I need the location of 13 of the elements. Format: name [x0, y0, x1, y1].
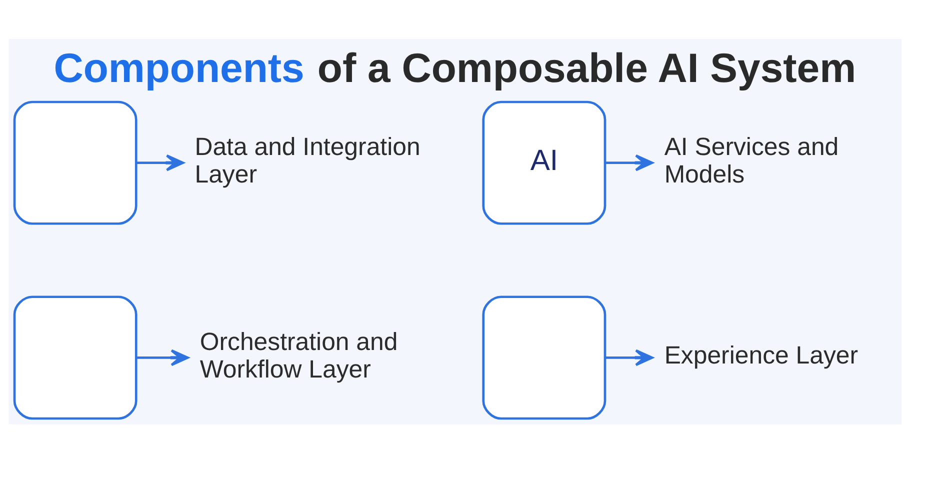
node-text: Orchestration and Workflow Layer: [200, 328, 398, 384]
node-text: Data and Integration Layer: [194, 132, 420, 189]
node-box: [13, 296, 138, 420]
node-text: Experience Layer: [664, 342, 858, 370]
node-box: [482, 296, 606, 420]
node-text: AI Services and Models: [664, 132, 839, 189]
node-box: AI: [482, 100, 606, 225]
arrow: [136, 154, 184, 172]
arrow: [136, 349, 189, 366]
arrow: [605, 154, 654, 172]
arrow: [605, 349, 654, 366]
diagram-title: Components of a Composable AI System: [54, 45, 856, 92]
node-box: [13, 100, 138, 225]
